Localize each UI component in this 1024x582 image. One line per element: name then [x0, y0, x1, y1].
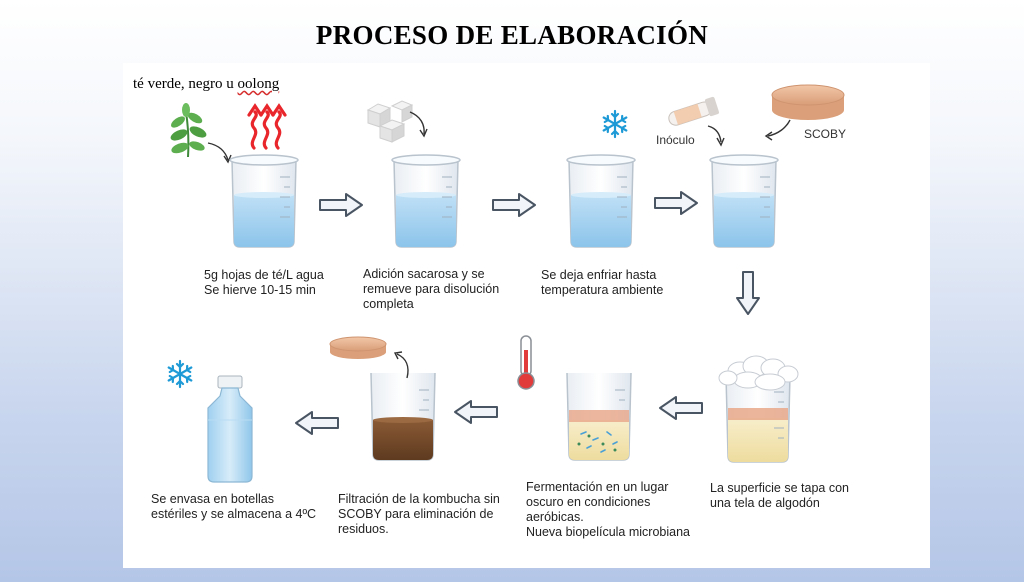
scoby-disc-icon	[771, 84, 845, 120]
beaker-filtration	[370, 372, 436, 461]
step-4-caption: La superficie se tapa con una tela de al…	[710, 481, 849, 511]
step-2-line-3: completa	[363, 297, 414, 311]
tea-types-underlined: oolong	[237, 76, 280, 92]
step-2-line-1: Adición sacarosa y se	[363, 267, 485, 281]
step-5-line-1: Fermentación en un lugar	[526, 480, 669, 494]
inoculum-tube-icon	[668, 96, 719, 126]
step-2-caption: Adición sacarosa y se remueve para disol…	[363, 267, 499, 312]
step-3-line-1: Se deja enfriar hasta	[541, 268, 657, 282]
inoculum-label: Inóculo	[656, 133, 695, 147]
step-4-line-2: una tela de algodón	[710, 496, 820, 510]
step-7-line-1: Se envasa en botellas	[151, 492, 275, 506]
scoby-label: SCOBY	[804, 127, 847, 141]
step-1-caption: 5g hojas de té/L agua Se hierve 10-15 mi…	[204, 268, 324, 298]
beaker-fermentation	[566, 372, 632, 461]
step-3-line-2: temperatura ambiente	[541, 283, 664, 297]
sugar-cubes-icon	[366, 100, 414, 143]
arrow-step5-to-6	[454, 400, 498, 424]
arrow-down-to-row2	[736, 271, 760, 315]
step-3-caption: Se deja enfriar hasta temperatura ambien…	[541, 268, 663, 298]
tea-leaf-icon	[170, 103, 207, 158]
beaker-hot-water	[229, 154, 299, 248]
arrow-step1-to-2	[319, 193, 363, 217]
cotton-cloth-icon	[718, 355, 799, 391]
step-6-caption: Filtración de la kombucha sin SCOBY para…	[338, 492, 500, 537]
step-1-line-1: 5g hojas de té/L agua	[204, 268, 324, 282]
arrow-step6-to-7	[295, 411, 339, 435]
beaker-inoculation	[709, 154, 779, 248]
arrow-step4-to-5	[659, 396, 703, 420]
beaker-sugar	[391, 154, 461, 248]
step-6-line-1: Filtración de la kombucha sin	[338, 492, 500, 506]
step-1-line-2: Se hierve 10-15 min	[204, 283, 316, 297]
removed-scoby-disc-icon	[329, 336, 387, 359]
step-5-line-4: Nueva biopelícula microbiana	[526, 525, 690, 539]
beaker-cooling	[566, 154, 636, 248]
step-6-line-3: residuos.	[338, 522, 389, 536]
beaker-covered-cloth	[725, 374, 791, 463]
step-6-line-2: SCOBY para eliminación de	[338, 507, 494, 521]
tea-types-label: té verde, negro u oolong	[133, 76, 279, 93]
curved-arrow-icon	[207, 142, 229, 161]
arrow-step2-to-3	[492, 193, 536, 217]
step-7-caption: Se envasa en botellas estériles y se alm…	[151, 492, 316, 522]
storage-bottle	[207, 375, 253, 483]
step-5-line-2: oscuro en condiciones	[526, 495, 651, 509]
arrow-step3-to-4	[654, 191, 698, 215]
step-4-line-1: La superficie se tapa con	[710, 481, 849, 495]
tea-types-text: té verde, negro u	[133, 76, 238, 92]
diagram-panel	[123, 63, 930, 568]
page-title: PROCESO DE ELABORACIÓN	[315, 20, 709, 50]
step-5-line-3: aeróbicas.	[526, 510, 584, 524]
step-2-line-2: remueve para disolución	[363, 282, 500, 296]
step-5-caption: Fermentación en un lugar oscuro en condi…	[526, 480, 690, 540]
snowflake-icon	[602, 109, 628, 139]
heat-waves-icon	[247, 103, 287, 150]
step-7-line-2: estériles y se almacena a 4ºC	[151, 507, 317, 521]
thermometer-icon	[517, 335, 535, 390]
snowflake-storage-icon	[167, 359, 193, 389]
